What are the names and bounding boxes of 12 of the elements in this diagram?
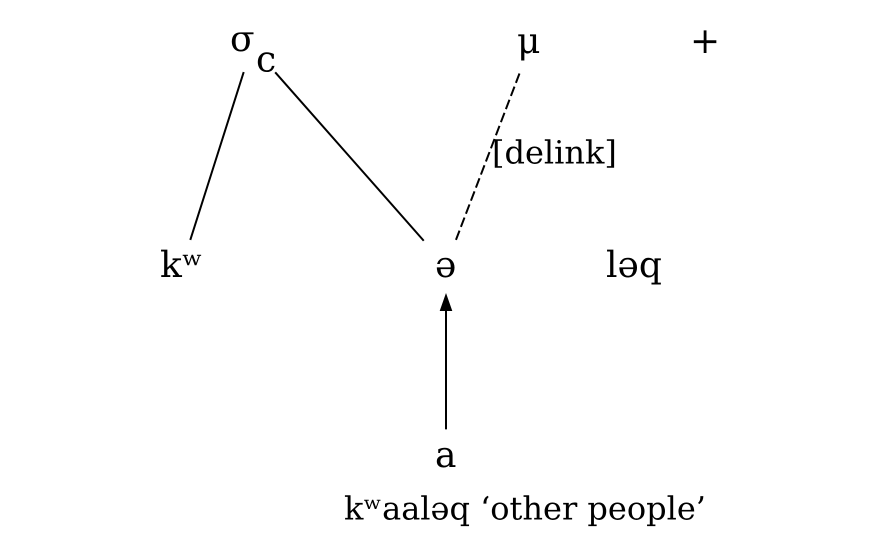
connector: [274, 72, 424, 242]
arrow: [440, 292, 452, 430]
connector: [189, 72, 245, 240]
edge-label: [delink]: [492, 134, 617, 172]
node-text: kʷ: [160, 244, 203, 286]
label: +: [690, 20, 720, 62]
node-text: ə: [435, 244, 456, 286]
connector: [455, 72, 521, 240]
node-text: μ: [517, 20, 540, 62]
label: ləq: [606, 244, 662, 286]
caption: kʷaaləq ‘other people’: [344, 490, 706, 528]
node-text: a: [435, 434, 456, 476]
